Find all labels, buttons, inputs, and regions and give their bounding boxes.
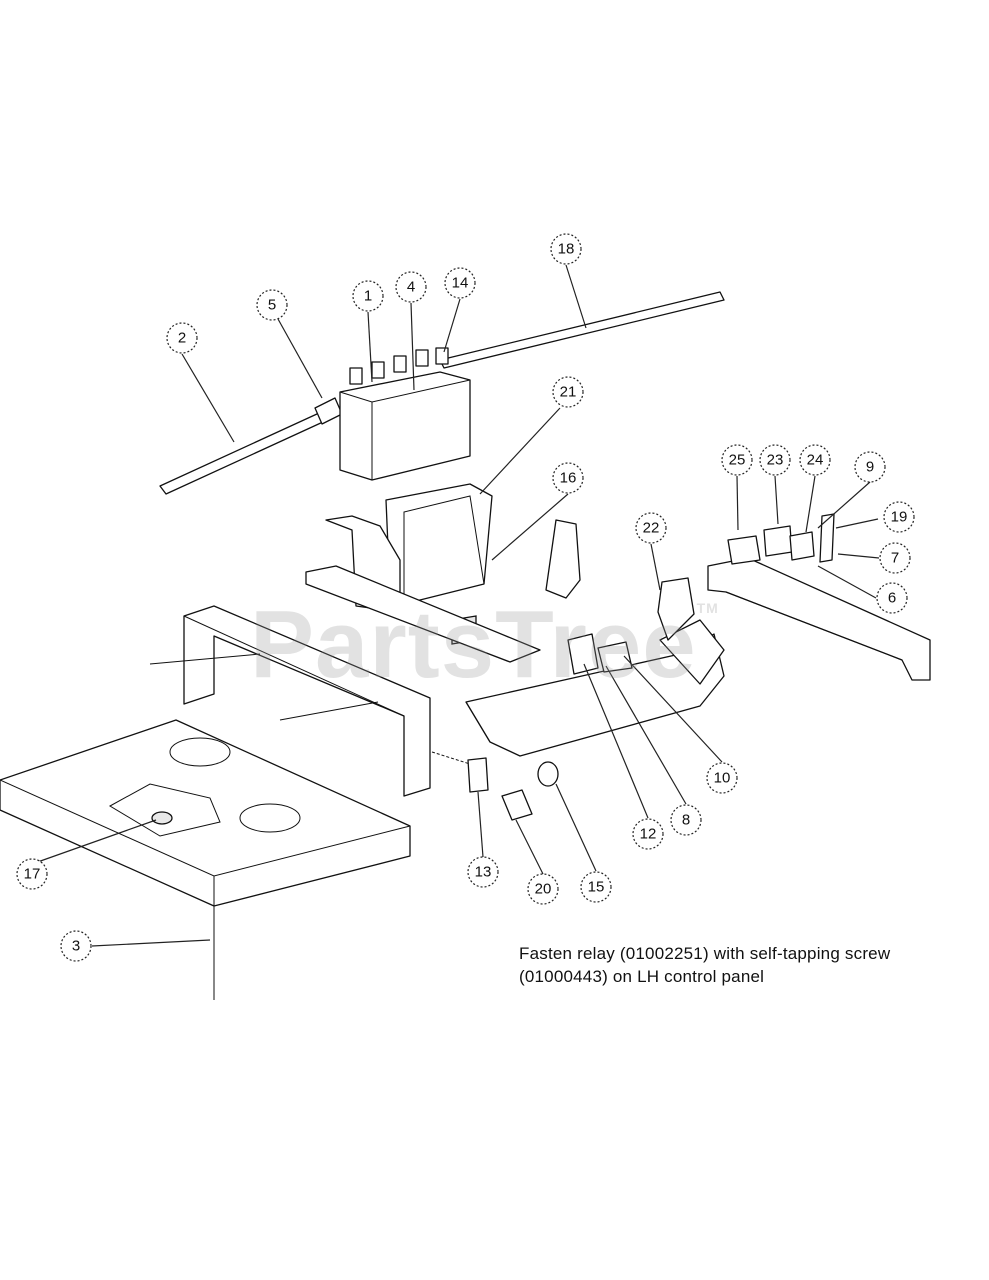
assembly-note: Fasten relay (01002251) with self-tappin… <box>519 942 939 988</box>
battery-cable-right <box>439 291 725 369</box>
svg-text:1: 1 <box>364 288 372 305</box>
small-components <box>467 513 835 821</box>
callout-3: 3 <box>60 930 92 962</box>
svg-text:25: 25 <box>729 452 746 469</box>
deck-plate <box>0 719 411 1000</box>
callout-25: 25 <box>721 444 753 476</box>
assembly-note-line-1: Fasten relay (01002251) with self-tappin… <box>519 944 891 963</box>
callout-22: 22 <box>635 512 667 544</box>
battery <box>339 347 471 481</box>
callout-7: 7 <box>879 542 911 574</box>
svg-text:8: 8 <box>682 812 690 829</box>
assembly-note-line-2: (01000443) on LH control panel <box>519 967 765 986</box>
right-frame-rail <box>707 557 931 681</box>
svg-text:18: 18 <box>558 241 575 258</box>
control-panel <box>465 619 725 757</box>
callout-20: 20 <box>527 873 559 905</box>
svg-text:24: 24 <box>807 452 824 469</box>
svg-text:7: 7 <box>891 550 899 567</box>
svg-text:17: 17 <box>24 866 41 883</box>
callout-24: 24 <box>799 444 831 476</box>
svg-text:13: 13 <box>475 864 492 881</box>
callout-6: 6 <box>876 582 908 614</box>
callout-8: 8 <box>670 804 702 836</box>
battery-cable-left <box>159 397 343 495</box>
svg-text:21: 21 <box>560 384 577 401</box>
svg-text:10: 10 <box>714 770 731 787</box>
callout-5: 5 <box>256 289 288 321</box>
svg-text:22: 22 <box>643 520 660 537</box>
svg-text:15: 15 <box>588 879 605 896</box>
callout-13: 13 <box>467 856 499 888</box>
svg-text:9: 9 <box>866 459 874 476</box>
svg-text:14: 14 <box>452 275 469 292</box>
callout-19: 19 <box>883 501 915 533</box>
svg-text:4: 4 <box>407 279 415 296</box>
svg-text:16: 16 <box>560 470 577 487</box>
callout-18: 18 <box>550 233 582 265</box>
callout-1: 1 <box>352 280 384 312</box>
leader-lines <box>31 264 880 947</box>
callout-16: 16 <box>552 462 584 494</box>
svg-text:23: 23 <box>767 452 784 469</box>
svg-text:12: 12 <box>640 826 657 843</box>
callout-2: 2 <box>166 322 198 354</box>
svg-text:3: 3 <box>72 938 80 955</box>
svg-text:5: 5 <box>268 297 276 314</box>
callout-17: 17 <box>16 858 48 890</box>
rear-frame <box>149 565 541 797</box>
callout-15: 15 <box>580 871 612 903</box>
callout-23: 23 <box>759 444 791 476</box>
svg-text:19: 19 <box>891 509 908 526</box>
callout-14: 14 <box>444 267 476 299</box>
callout-21: 21 <box>552 376 584 408</box>
callout-4: 4 <box>395 271 427 303</box>
svg-text:6: 6 <box>888 590 896 607</box>
callout-12: 12 <box>632 818 664 850</box>
svg-text:2: 2 <box>178 330 186 347</box>
callout-9: 9 <box>854 451 886 483</box>
svg-text:20: 20 <box>535 881 552 898</box>
callout-10: 10 <box>706 762 738 794</box>
